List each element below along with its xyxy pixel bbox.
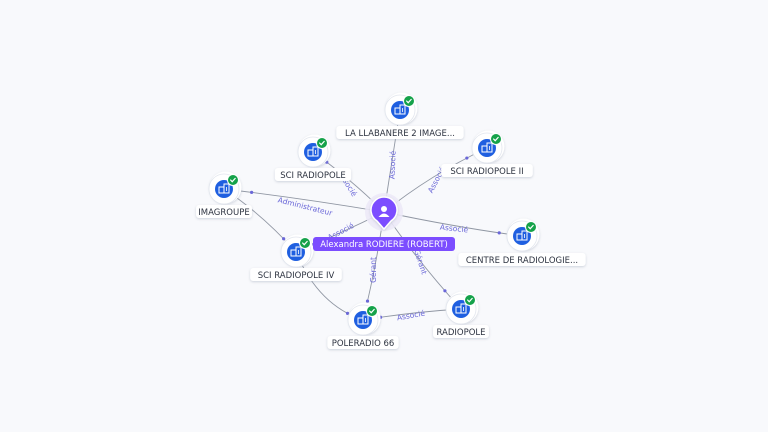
company-node[interactable]: LA LLABANERE 2 IMAGE... [336,92,464,140]
edge-label: Administrateur [277,195,334,217]
company-node[interactable]: IMAGROUPE [196,171,252,219]
nodes-layer: LA LLABANERE 2 IMAGE... SCI RADIOPOLE SCI … [196,92,586,350]
edge-arrow-icon [250,190,254,195]
company-icon [391,101,409,119]
company-node[interactable]: SCI RADIOPOLE [274,134,352,182]
company-icon [452,300,470,318]
verified-check-icon [316,137,328,149]
node-label: IMAGROUPE [198,208,249,218]
node-label-bg [250,268,342,281]
edge-arrow-icon [465,156,469,160]
node-label-bg [327,336,399,349]
edge-label: Associé [439,223,469,235]
verified-check-icon [403,95,415,107]
node-label: LA LLABANERE 2 IMAGE... [345,129,455,139]
verified-check-icon [525,221,537,233]
verified-check-icon [490,133,502,145]
edge-label: Associé [396,309,426,323]
node-label: POLERADIO 66 [332,339,395,349]
verified-check-icon [464,294,476,306]
company-icon [478,139,496,157]
node-label: RADIOPOLE [436,328,485,338]
edge-line [223,188,385,213]
verified-check-icon [366,305,378,317]
edge-arrow-icon [365,299,370,303]
center-label: Alexandra RODIERE (ROBERT) [320,240,448,250]
node-label-bg [196,205,252,218]
company-icon [513,227,531,245]
verified-check-icon [299,237,311,249]
edge-arrow-icon [443,289,447,293]
edge-label: Gérant [412,248,429,275]
node-label: CENTRE DE RADIOLOGIE... [466,256,578,266]
person-icon [378,206,390,217]
edge-arrow-icon [282,237,286,241]
company-node[interactable]: SCI RADIOPOLE II [441,130,533,178]
company-node[interactable]: CENTRE DE RADIOLOGIE... [458,218,586,267]
center-label-bg [313,237,455,251]
node-label: SCI RADIOPOLE II [450,167,523,177]
node-label-bg [433,325,489,338]
center-pin [370,196,398,231]
company-node[interactable]: SCI RADIOPOLE IV [250,234,342,282]
company-icon [287,243,305,261]
company-node[interactable]: RADIOPOLE [433,291,489,339]
node-label: SCI RADIOPOLE [280,171,346,181]
node-label-bg [336,126,464,139]
company-node[interactable]: POLERADIO 66 [327,302,399,350]
verified-check-icon [227,174,239,186]
node-label-bg [441,164,533,177]
company-icon [304,143,322,161]
edge-label: Gérant [369,257,378,283]
edge-label: Associé [388,150,398,179]
company-icon [354,311,372,329]
node-label-bg [458,253,586,266]
node-label: SCI RADIOPOLE IV [258,271,335,281]
edge-arrow-icon [345,311,350,315]
company-icon [215,180,233,198]
center-node[interactable]: Alexandra RODIERE (ROBERT) [313,193,455,251]
node-label-bg [274,168,352,181]
edge-arrow-icon [497,231,501,235]
